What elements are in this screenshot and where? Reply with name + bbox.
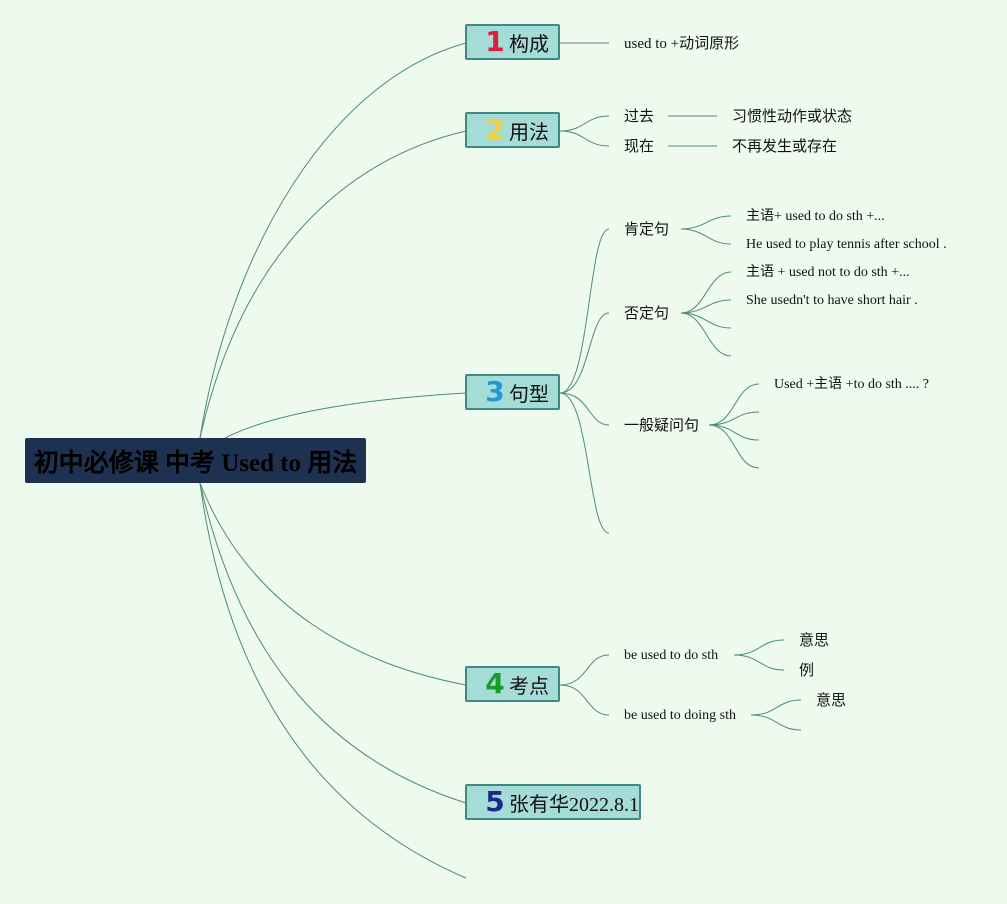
connector-root-b3: [224, 392, 467, 439]
connector-root-b5: [199, 482, 467, 804]
branch-1[interactable]: 1 构成: [465, 24, 560, 60]
topic-point2-meaning[interactable]: 意思: [816, 693, 847, 709]
branch-4-label: 考点: [509, 675, 549, 698]
branch-3-label: 句型: [509, 383, 549, 406]
topic-negative-example[interactable]: She usedn't to have short hair .: [746, 293, 918, 308]
topic-present[interactable]: 现在: [624, 139, 655, 155]
root-topic-title: 初中必修课 中考 Used to 用法: [33, 449, 358, 477]
topic-point2[interactable]: be used to doing sth: [624, 708, 736, 723]
topic-question-rule[interactable]: Used +主语 +to do sth .... ?: [774, 377, 930, 392]
connector-b3-affirmative: [559, 228, 610, 394]
topic-point1-example[interactable]: 例: [799, 663, 815, 679]
connector-q-extra1: [708, 411, 760, 426]
number-2-icon: 2: [485, 113, 505, 146]
connector-p2-meaning: [750, 699, 802, 716]
topic-negative[interactable]: 否定句: [624, 306, 670, 322]
connector-root-extra: [199, 482, 467, 879]
topic-affirmative[interactable]: 肯定句: [624, 222, 670, 238]
number-1-icon: 1: [485, 25, 505, 58]
connector-b2-present: [559, 130, 610, 147]
connector-q-extra2: [708, 424, 760, 441]
topic-past[interactable]: 过去: [624, 109, 655, 125]
topic-point1[interactable]: be used to do sth: [624, 648, 719, 663]
topic-question[interactable]: 一般疑问句: [624, 418, 700, 434]
connector-root-b2: [199, 130, 467, 439]
connector-aff-rule: [680, 215, 732, 230]
connector-aff-example: [680, 228, 732, 245]
number-4-icon: 4: [485, 667, 505, 700]
connector-b2-past: [559, 115, 610, 132]
number-3-icon: 3: [485, 375, 505, 408]
branch-5[interactable]: 5 张有华2022.8.1: [465, 784, 641, 820]
connector-b4-point2: [559, 684, 610, 716]
topic-present-detail[interactable]: 不再发生或存在: [732, 139, 838, 155]
connector-root-b4: [199, 482, 467, 686]
connector-neg-extra2: [680, 312, 732, 357]
connector-neg-rule: [680, 271, 732, 314]
branch-1-label: 构成: [509, 33, 549, 56]
connector-root-b1: [199, 42, 467, 439]
connector-b4-point1: [559, 654, 610, 686]
root-topic[interactable]: 初中必修课 中考 Used to 用法: [25, 438, 366, 483]
connector-q-extra3: [708, 424, 760, 469]
connector-neg-extra1: [680, 312, 732, 329]
number-5-icon: 5: [485, 785, 505, 818]
branch-2-label: 用法: [509, 121, 549, 144]
branch-3[interactable]: 3 句型: [465, 374, 560, 410]
topic-point1-meaning[interactable]: 意思: [799, 633, 830, 649]
connector-p1-meaning: [733, 639, 785, 656]
topic-past-detail[interactable]: 习惯性动作或状态: [732, 109, 853, 125]
connector-neg-example: [680, 299, 732, 314]
connector-q-rule: [708, 383, 760, 426]
topic-form[interactable]: used to +动词原形: [624, 36, 740, 52]
connector-p1-example: [733, 654, 785, 671]
connector-b3-negative: [559, 312, 610, 394]
connector-b3-question: [559, 392, 610, 426]
topic-affirmative-example[interactable]: He used to play tennis after school .: [746, 237, 947, 252]
connector-b3-extra: [559, 392, 610, 534]
topic-negative-rule[interactable]: 主语 + used not to do sth +...: [746, 265, 910, 280]
branch-2[interactable]: 2 用法: [465, 112, 560, 148]
branch-4[interactable]: 4 考点: [465, 666, 560, 702]
topic-affirmative-rule[interactable]: 主语+ used to do sth +...: [746, 209, 885, 224]
connector-p2-extra: [750, 714, 802, 731]
branch-5-label: 张有华2022.8.1: [509, 793, 639, 816]
